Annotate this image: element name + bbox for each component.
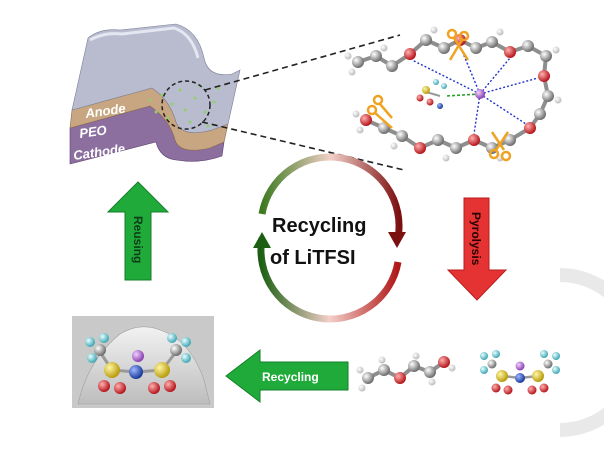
anode-label: Anode — [83, 100, 126, 121]
reusing-arrow: Reusing — [106, 181, 170, 281]
litfsi-molecule-large — [85, 333, 191, 394]
reusing-label: Reusing — [131, 216, 145, 263]
anode-top-sheen — [89, 26, 200, 59]
peo-litfsi-complex — [344, 26, 562, 162]
watermark-arc — [559, 268, 604, 437]
cycle-arrowhead-bottom — [253, 232, 271, 248]
battery-illustration: Anode PEO Cathode — [69, 23, 241, 165]
cathode-label: Cathode — [72, 141, 126, 163]
zoom-circle — [161, 80, 211, 130]
peo-chain-top — [357, 37, 551, 130]
scissors-icon — [446, 28, 470, 61]
cycle-arc-top — [258, 153, 403, 239]
peo-carbon-atoms — [352, 34, 554, 154]
li-coordination — [411, 45, 539, 135]
scissors-icon — [366, 94, 393, 129]
anode-layer — [71, 23, 241, 133]
li-tfsi-bond — [445, 93, 481, 97]
scissors-icon — [488, 131, 512, 162]
reusing-arrow-shape — [106, 181, 170, 281]
cycle-title-line2: of LiTFSI — [270, 247, 356, 269]
cycle-arc-bottom — [257, 237, 402, 323]
recycling-label: Recycling — [262, 370, 319, 384]
pyrolysis-arrow-shape — [446, 197, 508, 301]
zoom-line-bottom — [201, 121, 405, 171]
lithium-atom — [475, 89, 485, 99]
litfsi-molecule-small — [480, 350, 560, 395]
tfsi-anion-small — [416, 79, 447, 109]
recycling-cycle: Recycling of LiTFSI — [253, 153, 406, 323]
zoom-line-top — [204, 34, 401, 91]
pyrolysis-label: Pyrolysis — [469, 212, 483, 266]
cycle-title-line1: Recycling — [272, 215, 366, 237]
cycle-arrowhead-top — [388, 232, 406, 248]
peo-label: PEO — [78, 122, 107, 141]
peo-fragment-molecule — [356, 352, 456, 392]
recycling-arrow-shape — [225, 348, 349, 404]
recovered-litfsi-panel — [72, 316, 214, 408]
pyrolysis-arrow: Pyrolysis — [446, 197, 508, 301]
recycling-arrow: Recycling — [225, 348, 349, 404]
